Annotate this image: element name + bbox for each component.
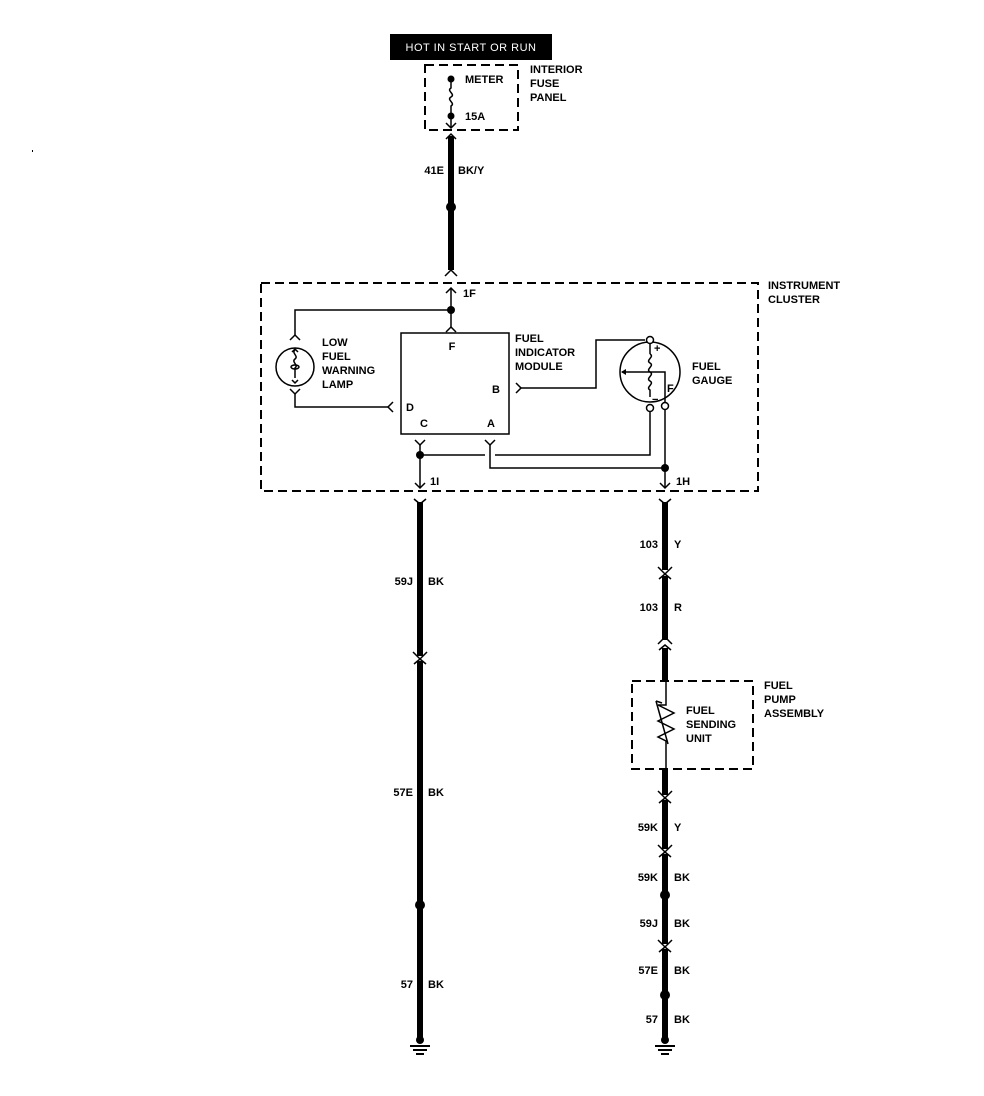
pump-assembly-line3: ASSEMBLY xyxy=(764,708,825,720)
wire-color-label: BK xyxy=(428,787,444,799)
module-label-line2: INDICATOR xyxy=(515,347,575,359)
wire-circuit-label: 59K xyxy=(638,872,658,884)
header-bg xyxy=(390,34,552,60)
wire-circuit-label: 59J xyxy=(640,918,658,930)
power-label: HOT IN START OR RUN xyxy=(406,42,537,54)
splice-dot-icon xyxy=(660,890,670,900)
sender-label-line1: FUEL xyxy=(686,705,715,717)
pump-assembly-line2: PUMP xyxy=(764,694,796,706)
fuse-panel-box xyxy=(424,64,519,131)
splice-dot-icon xyxy=(660,990,670,1000)
ground-icon xyxy=(655,1036,675,1055)
pump-assembly-line1: FUEL xyxy=(764,680,793,692)
module-pin-f: F xyxy=(449,341,456,353)
fuse-rating: 15A xyxy=(465,111,485,123)
ground-icon xyxy=(410,1036,430,1055)
connector-1h: 1H xyxy=(676,476,690,488)
wire-color-label: BK xyxy=(428,576,444,588)
cluster-name-line2: CLUSTER xyxy=(768,294,820,306)
module-pin-c: C xyxy=(420,418,428,430)
cluster-name-line1: INSTRUMENT xyxy=(768,280,840,292)
lamp-label-line3: WARNING xyxy=(322,365,375,377)
wire-circuit-label: 59J xyxy=(395,576,413,588)
wire-circuit-label: 57 xyxy=(646,1014,658,1026)
wire-color-label: BK xyxy=(674,918,690,930)
splice-dot-icon xyxy=(446,202,456,212)
fuel-pump-assembly-box xyxy=(631,680,754,770)
fuse-panel-name-line3: PANEL xyxy=(530,92,567,104)
module-pin-d: D xyxy=(406,402,414,414)
wire-color-label: BK xyxy=(674,1014,690,1026)
module-label-line1: FUEL xyxy=(515,333,544,345)
cluster-box xyxy=(260,282,759,492)
wire-color-label: BK xyxy=(674,872,690,884)
connector-1i: 1I xyxy=(430,476,439,488)
gauge-pin-f: F xyxy=(667,383,674,395)
interior-fuse-panel: INTERIOR FUSE PANEL METER 15A xyxy=(424,64,583,131)
module-box xyxy=(400,332,510,435)
module-label-line3: MODULE xyxy=(515,361,563,373)
gauge-pin-plus: + xyxy=(654,343,660,355)
variable-resistor-icon xyxy=(655,682,676,769)
lamp-label-line1: LOW xyxy=(322,337,348,349)
wire-circuit-label: 103 xyxy=(640,539,658,551)
wire-color-label: BK xyxy=(674,965,690,977)
left-ground-branch: 59J BK 57E BK 57 BK xyxy=(393,498,444,1055)
wire-circuit-label: 57 xyxy=(401,979,413,991)
stray-mark xyxy=(32,150,33,152)
fuse-name: METER xyxy=(465,74,504,86)
wire-circuit-label: 103 xyxy=(640,602,658,614)
lamp-icon xyxy=(275,347,315,387)
fuse-icon xyxy=(445,75,457,130)
wire-circuit-label: 57E xyxy=(638,965,658,977)
lamp-label-line4: LAMP xyxy=(322,379,353,391)
splice-dot-icon xyxy=(661,464,669,472)
module-pin-a: A xyxy=(487,418,495,430)
module-pin-b: B xyxy=(492,384,500,396)
lamp-label-line2: FUEL xyxy=(322,351,351,363)
wire-color-label: Y xyxy=(674,822,682,834)
sender-label-line2: SENDING xyxy=(686,719,736,731)
wire-circuit-label: 59K xyxy=(638,822,658,834)
right-sender-branch: 103 Y 103 R FUEL PUMP ASSEMBLY FUEL SEND… xyxy=(631,498,825,1055)
gauge-label-line2: GAUGE xyxy=(692,375,732,387)
fuse-panel-name-line2: FUSE xyxy=(530,78,559,90)
gauge-icon: + − F xyxy=(619,335,681,413)
sender-label-line3: UNIT xyxy=(686,733,712,745)
wire-color-label: Y xyxy=(674,539,682,551)
wire-41e: 41E BK/Y xyxy=(424,132,485,277)
wire-color-label: BK/Y xyxy=(458,165,485,177)
instrument-cluster: INSTRUMENT CLUSTER 1F LOW FUEL WARNING L… xyxy=(260,280,840,492)
gauge-label-line1: FUEL xyxy=(692,361,721,373)
gauge-pin-minus: − xyxy=(652,394,658,406)
fuse-panel-name-line1: INTERIOR xyxy=(530,64,583,76)
wire-circuit-label: 41E xyxy=(424,165,444,177)
fuel-indicator-module: F B D C A xyxy=(400,332,510,435)
wire-color-label: R xyxy=(674,602,682,614)
connector-1f: 1F xyxy=(463,288,476,300)
power-source-header: HOT IN START OR RUN xyxy=(390,34,552,60)
splice-dot-icon xyxy=(415,900,425,910)
wire-color-label: BK xyxy=(428,979,444,991)
wire-circuit-label: 57E xyxy=(393,787,413,799)
